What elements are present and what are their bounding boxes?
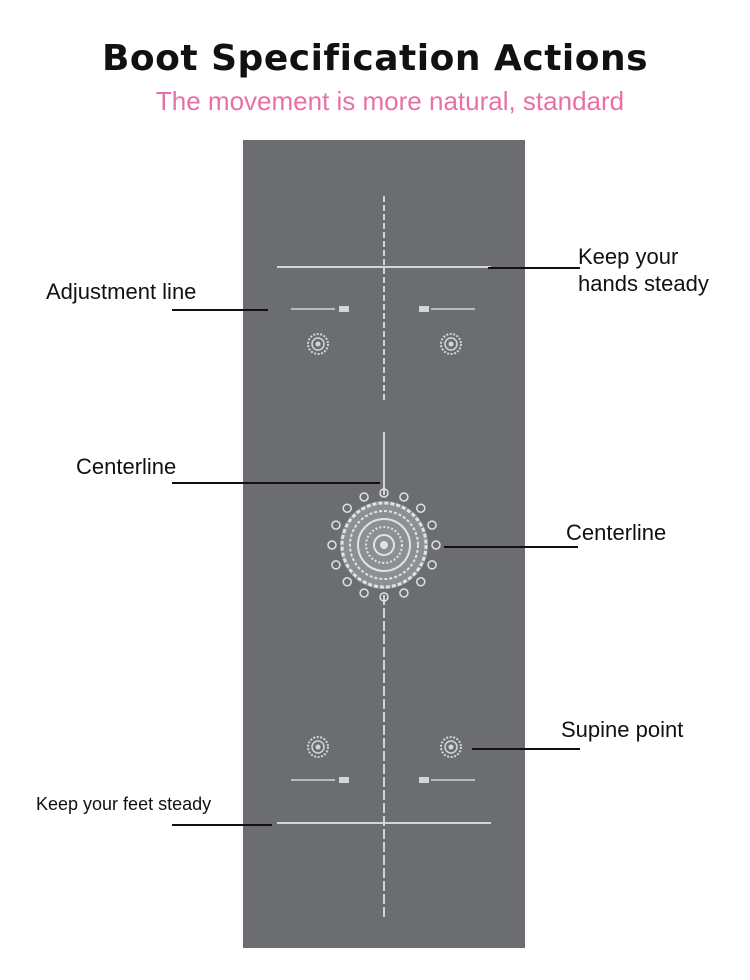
- page-title: Boot Specification Actions: [101, 38, 649, 79]
- leader-supine: [472, 748, 580, 750]
- mandala-ring-dot: [327, 540, 337, 550]
- mandala-ring-dot: [359, 492, 369, 502]
- label-keep-feet-steady: Keep your feet steady: [36, 794, 212, 814]
- small-mandala-bottom-right: [440, 736, 462, 758]
- mandala-ring-dot: [342, 503, 352, 513]
- label-keep-hands-steady: Keep your hands steady: [578, 244, 709, 296]
- leader-centerline-left: [172, 482, 380, 484]
- central-mandala: [327, 488, 441, 602]
- mandala-ring-dot: [427, 560, 437, 570]
- label-adjustment-line: Adjustment line: [46, 279, 197, 304]
- leader-centerline-right: [444, 546, 578, 548]
- mandala-ring-dot: [379, 592, 389, 602]
- small-mandala-bottom-left: [307, 736, 329, 758]
- leader-feet: [172, 824, 272, 826]
- mandala-ring-dot: [379, 488, 389, 498]
- leader-adjustment: [172, 309, 268, 311]
- label-supine-point: Supine point: [561, 717, 684, 742]
- mandala-ring-dot: [399, 492, 409, 502]
- mandala-ring-dot: [416, 577, 426, 587]
- mandala-ring-dots: [327, 488, 441, 602]
- yoga-mat: [243, 140, 525, 948]
- small-mandala-top-left: [307, 333, 329, 355]
- page-subtitle: The movement is more natural, standard: [155, 86, 625, 116]
- label-centerline-right: Centerline: [566, 520, 667, 545]
- mandala-ring-dot: [342, 577, 352, 587]
- mandala-ring-dot: [331, 560, 341, 570]
- mandala-ring-dot: [331, 520, 341, 530]
- label-centerline-left: Centerline: [76, 454, 177, 479]
- leader-hands: [488, 267, 580, 269]
- small-mandala-top-right: [440, 333, 462, 355]
- mandala-ring-dot: [359, 588, 369, 598]
- mandala-ring-dot: [427, 520, 437, 530]
- mandala-ring-dot: [399, 588, 409, 598]
- mandala-ring-dot: [416, 503, 426, 513]
- mandala-ring-dot: [431, 540, 441, 550]
